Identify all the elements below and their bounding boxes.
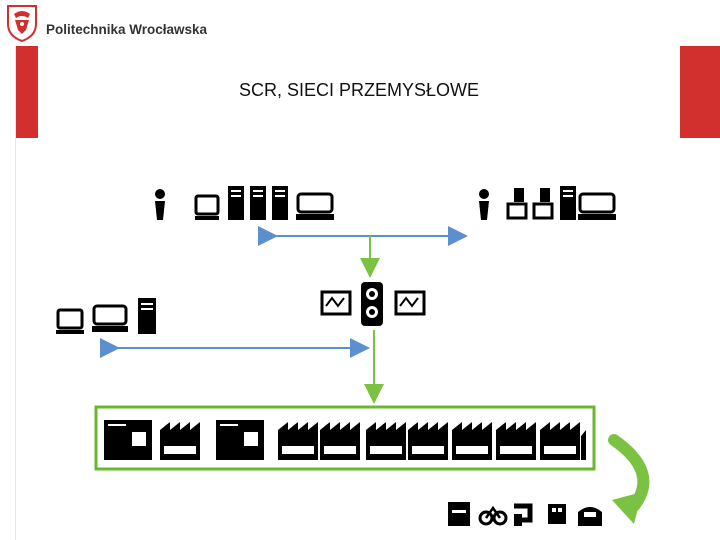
top-network-line (258, 226, 468, 278)
person-icon (479, 189, 489, 220)
top-left-group (155, 186, 334, 220)
middle-network-line (100, 330, 384, 404)
workstation-icon (92, 304, 128, 332)
slide-title: SCR, SIECI PRZEMYSŁOWE (238, 80, 480, 100)
controller-icon (361, 282, 383, 326)
factory-icon (540, 422, 580, 460)
server-icon (250, 186, 266, 220)
factory-row (104, 420, 586, 460)
factory-icon (160, 422, 200, 460)
factory-icon (278, 422, 318, 460)
server-icon (138, 298, 156, 334)
server-icon (228, 186, 244, 220)
middle-left-group (56, 298, 156, 334)
factory-icon (581, 430, 586, 460)
top-right-group (479, 186, 616, 220)
server-icon (272, 186, 288, 220)
title-box: SCR, SIECI PRZEMYSŁOWE (38, 46, 680, 138)
factory-icon (408, 422, 448, 460)
bicycle-icon (478, 505, 508, 526)
factory-icon (366, 422, 406, 460)
header: Politechnika Wrocławska (0, 0, 720, 46)
workstation-icon (578, 192, 616, 220)
bottom-right-group (448, 502, 602, 526)
factory-icon (452, 422, 492, 460)
truck-icon (548, 504, 566, 524)
curved-green-arrow (608, 434, 650, 524)
panel-icon (320, 290, 352, 316)
monitor-icon (56, 308, 84, 334)
left-margin-strip (0, 46, 16, 540)
middle-center-group (320, 282, 426, 326)
server-icon (560, 186, 576, 220)
workstation-icon (296, 192, 334, 220)
network-computer-icon (532, 188, 554, 220)
university-emblem-icon (7, 5, 37, 42)
panel-icon (394, 290, 426, 316)
person-icon (155, 189, 165, 220)
network-computer-icon (506, 188, 528, 220)
pipe-icon (514, 503, 533, 526)
factory-icon (216, 420, 264, 460)
monitor-icon (194, 194, 220, 220)
tank-icon (448, 502, 470, 526)
factory-icon (320, 422, 360, 460)
factory-icon (496, 422, 536, 460)
factory-icon (104, 420, 152, 460)
university-name: Politechnika Wrocławska (46, 22, 208, 37)
vehicle-icon (578, 507, 602, 526)
